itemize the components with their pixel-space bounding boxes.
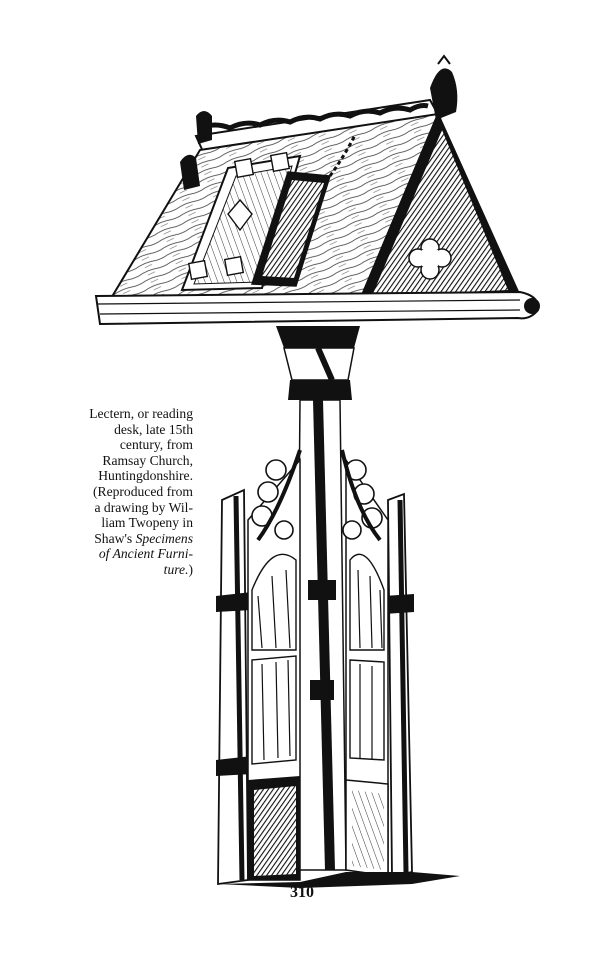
caption-line: liam Twopeny in	[101, 515, 193, 531]
caption-line: Huntingdonshire.	[98, 468, 193, 484]
lectern-stem	[276, 326, 360, 871]
caption-line: ture.)	[60, 562, 193, 578]
caption-italic-title: ture.	[163, 561, 189, 577]
page-number: 310	[290, 884, 314, 901]
caption-line: a drawing by Wil-	[94, 499, 194, 515]
caption-line: of Ancient Furni-	[60, 546, 193, 562]
caption-line: Ramsay Church,	[102, 452, 193, 468]
caption-text: Shaw's	[94, 530, 136, 546]
caption-line: century, from	[119, 437, 193, 453]
lectern-base	[216, 449, 460, 888]
lectern-desk	[94, 54, 540, 326]
caption-line: (Reproduced from	[92, 483, 193, 499]
caption-italic-title: Specimens	[135, 530, 193, 546]
caption-line: desk, late 15th	[114, 421, 193, 437]
caption-text: )	[188, 561, 193, 577]
figure-caption: Lectern, or reading desk, late 15th cent…	[60, 406, 193, 578]
caption-line: Lectern, or reading	[89, 406, 193, 421]
caption-line: Shaw's Specimens	[60, 531, 193, 547]
caption-italic-title: of Ancient Furni-	[98, 546, 193, 562]
